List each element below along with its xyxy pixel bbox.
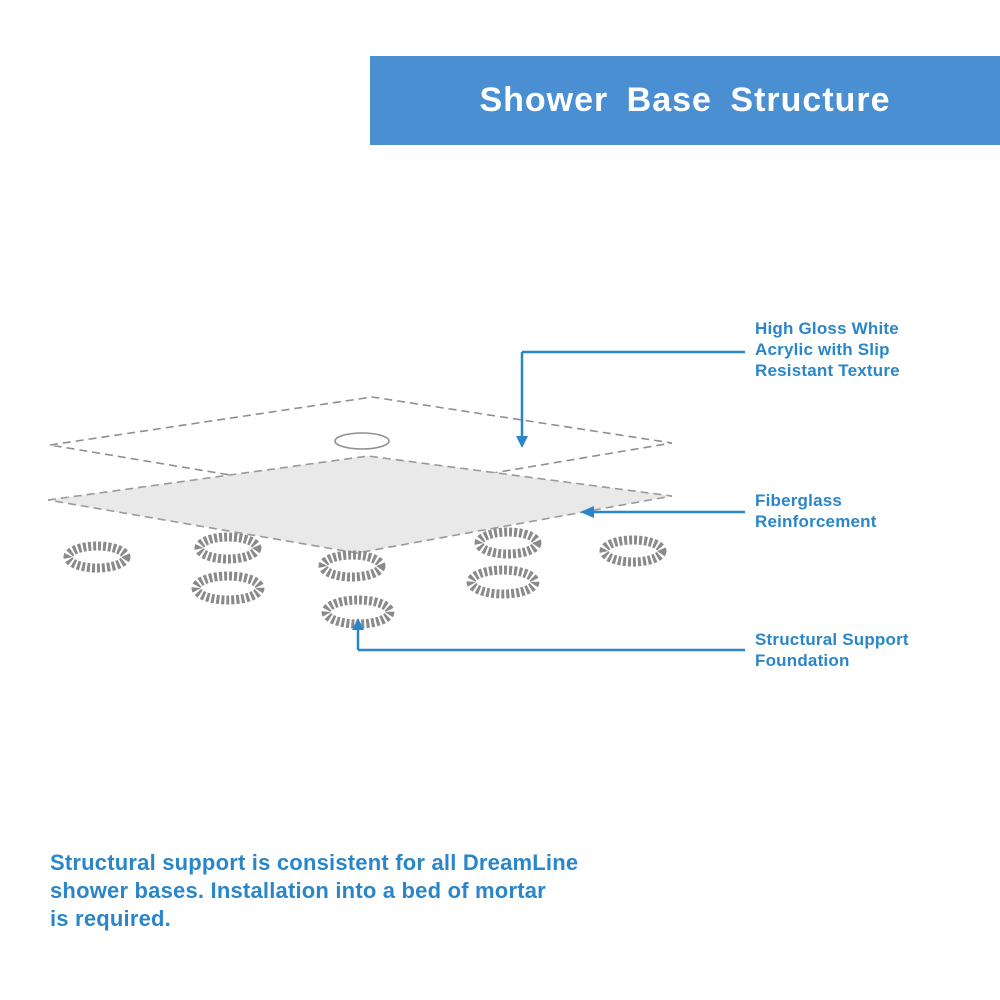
drain-ellipse [334,432,390,450]
callout-arrow-foundation [352,618,364,630]
callout-line-foundation [356,628,745,652]
acrylic-layer-outline [49,396,673,497]
callout-line-acrylic [520,350,745,436]
support-ring [191,571,265,605]
footer-note: Structural support is consistent for all… [50,850,579,931]
fiberglass-layer [47,455,673,554]
callout-label-foundation: Structural Support Foundation [755,630,909,670]
support-ring [63,541,131,573]
callout-arrow-acrylic [516,436,528,448]
title-banner: Shower Base Structure [370,56,1000,145]
support-ring [599,535,667,567]
callout-label-fiberglass: Fiberglass Reinforcement [755,491,877,531]
callout-label-acrylic: High Gloss White Acrylic with Slip Resis… [755,319,900,380]
support-ring [318,550,386,582]
support-ring [474,527,542,559]
callout-arrow-fiberglass [580,506,594,518]
support-ring [194,532,262,564]
support-ring [466,565,540,599]
page-title: Shower Base Structure [479,81,891,119]
